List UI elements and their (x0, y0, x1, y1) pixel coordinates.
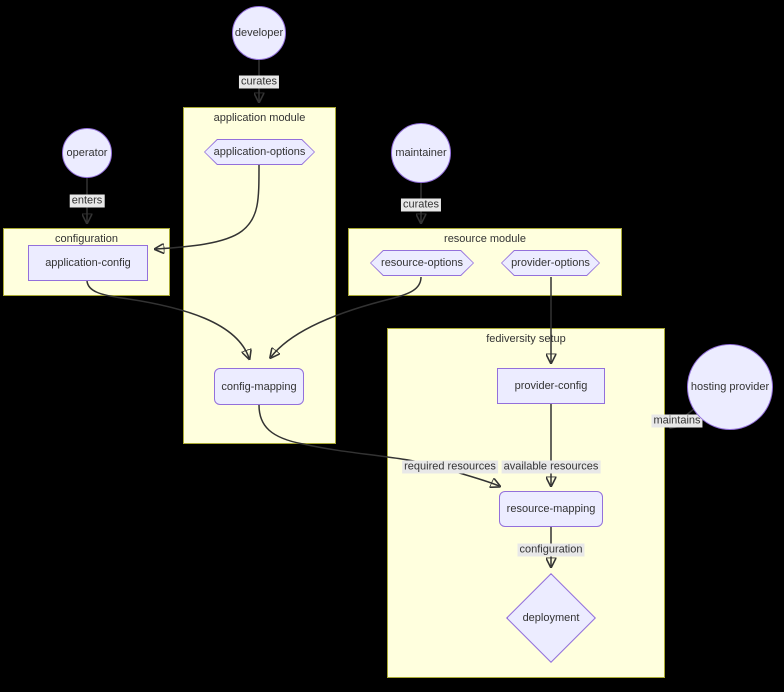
edge-label-developer-curates: curates (238, 75, 280, 89)
node-maintainer: maintainer (391, 123, 451, 183)
edge-resource-options-config-mapping (271, 276, 422, 357)
node-resource-mapping: resource-mapping (499, 491, 603, 527)
node-config-mapping-label: config-mapping (221, 380, 297, 393)
edge-application-config-config-mapping (86, 280, 249, 358)
node-developer-label: developer (234, 27, 284, 39)
node-resource-options-label: resource-options (381, 257, 463, 269)
node-application-config-label: application-config (45, 257, 131, 269)
node-hosting-provider-label: hosting provider (690, 381, 770, 393)
node-provider-options: provider-options (501, 250, 600, 276)
node-deployment: deployment (506, 573, 596, 663)
edge-application-options-application-config (156, 164, 260, 249)
node-hosting-provider: hosting provider (687, 344, 773, 430)
cluster-title-fediversity-setup: fediversity setup (486, 333, 566, 345)
node-provider-config-label: provider-config (514, 380, 588, 392)
hexagon-shape-fill (502, 251, 599, 275)
node-provider-options-label: provider-options (511, 257, 590, 269)
node-application-options: application-options (204, 139, 315, 165)
edge-label-hosting-maintains: maintains (651, 414, 703, 428)
edge-config-mapping-resource-mapping (258, 404, 499, 486)
node-application-options-label: application-options (213, 146, 306, 158)
edge-label-maintainer-curates: curates (400, 198, 442, 212)
edge-label-available-resources: available resources (501, 460, 601, 474)
node-resource-mapping-label: resource-mapping (506, 503, 596, 515)
hexagon-shape-fill (205, 140, 314, 164)
edge-label-operator-enters: enters (69, 194, 105, 208)
node-maintainer-label: maintainer (395, 147, 447, 159)
hexagon-shape-fill (371, 251, 473, 275)
node-resource-options: resource-options (370, 250, 474, 276)
node-developer: developer (232, 6, 286, 60)
node-config-mapping: config-mapping (214, 368, 304, 405)
edge-label-configuration: configuration (517, 543, 585, 557)
cluster-title-resource-module: resource module (444, 233, 526, 245)
node-provider-config: provider-config (497, 368, 605, 404)
node-application-config: application-config (28, 245, 148, 281)
node-operator-label: operator (66, 147, 108, 159)
edge-label-required-resources: required resources (402, 460, 498, 474)
cluster-title-configuration: configuration (55, 233, 118, 245)
node-operator: operator (62, 128, 112, 178)
cluster-title-application-module: application module (213, 112, 306, 124)
node-deployment-label: deployment (522, 612, 580, 624)
